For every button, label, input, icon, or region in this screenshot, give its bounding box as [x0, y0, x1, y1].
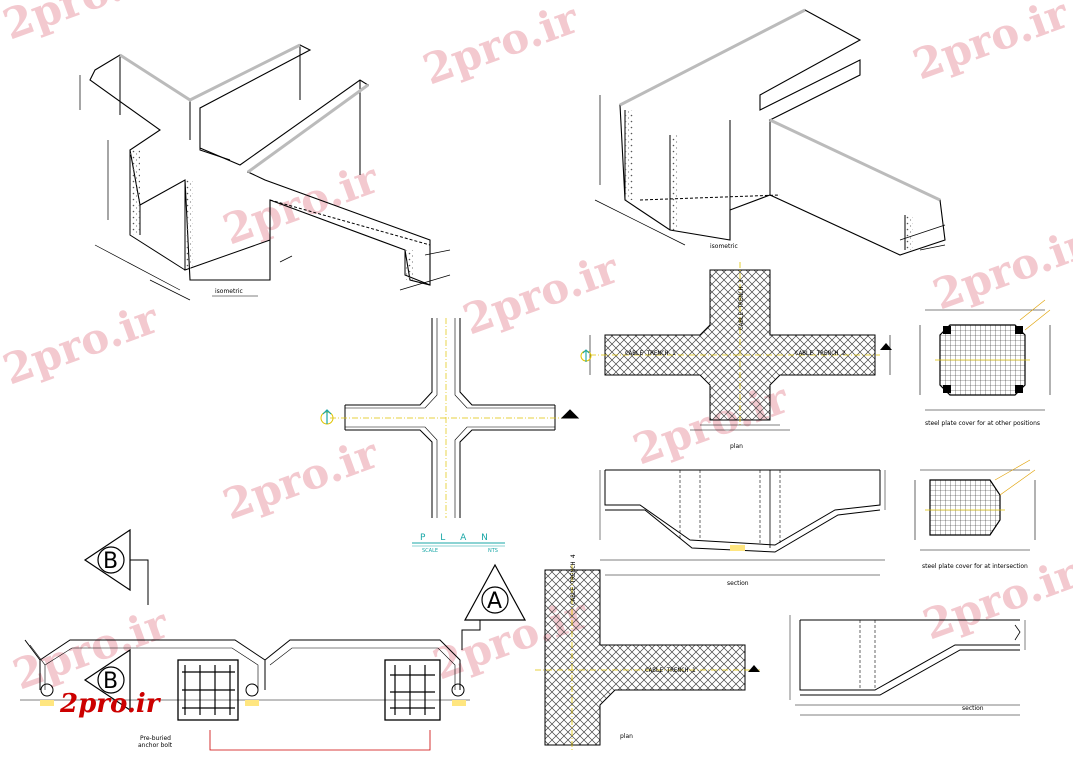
site-logo: 2pro.ir	[59, 689, 162, 719]
north-arrow-icon	[320, 409, 334, 425]
watermark-text: 2pro.ir	[0, 293, 165, 394]
hatched-cross-plan	[589, 262, 892, 431]
section-view-2	[789, 615, 1026, 716]
watermark-text: 2pro.ir	[217, 428, 386, 529]
watermark-layer: 2pro.ir 2pro.ir 2pro.ir 2pro.ir 2pro.ir …	[0, 0, 1073, 699]
steel-cover-caption: steel plate cover for at other positions	[925, 420, 1040, 427]
anchor-bolt-label: anchor bolt	[138, 742, 173, 749]
plan-scale-value: NTS	[488, 548, 498, 554]
section-marker-a-label: A	[487, 589, 502, 614]
plan-cross-view	[330, 318, 580, 518]
watermark-text: 2pro.ir	[907, 0, 1073, 89]
section-marker-a-icon	[461, 563, 527, 650]
section-caption: section	[962, 705, 984, 712]
cable-trench-label: CABLE TRENCH 3	[738, 279, 745, 330]
isometric-cross-view	[79, 43, 451, 301]
hatched-tee-plan	[535, 565, 760, 750]
section-marker-b2-icon	[83, 648, 131, 712]
plan-caption: plan	[620, 733, 633, 740]
section-caption: section	[727, 580, 749, 587]
plan-scale-label: SCALE	[422, 548, 438, 554]
cable-trench-label: CABLE TRENCH 4	[570, 554, 577, 605]
section-view-1	[599, 469, 886, 576]
watermark-text: 2pro.ir	[927, 218, 1073, 319]
watermark-text: 2pro.ir	[457, 243, 626, 344]
trench-elevation-view	[20, 639, 470, 751]
steel-plate-cover-2	[914, 459, 1036, 551]
steel-plate-cover-1	[919, 299, 1051, 411]
cable-trench-label: CABLE TRENCH 2	[795, 350, 846, 357]
cable-trench-label: CABLE TRENCH 1	[625, 350, 676, 357]
pre-buried-label: Pre-buried	[140, 735, 171, 742]
watermark-text: 2pro.ir	[417, 0, 586, 94]
plan-title: P L A N	[420, 533, 494, 543]
section-marker-b2-label: B	[103, 669, 118, 694]
section-marker-b-icon	[83, 528, 149, 605]
north-arrow-icon	[580, 349, 592, 362]
isometric-caption: isometric	[215, 288, 243, 295]
isometric-tee-view	[594, 8, 946, 256]
logo-text: 2pro.ir	[59, 689, 162, 719]
steel-cover-caption: steel plate cover for at intersection	[922, 563, 1028, 570]
plan-caption: plan	[730, 443, 743, 450]
isometric-caption: isometric	[710, 243, 738, 250]
watermark-text: 2pro.ir	[0, 0, 165, 49]
section-marker-b-label: B	[103, 549, 118, 574]
cable-trench-label: CABLE TRENCH 1	[645, 667, 696, 674]
